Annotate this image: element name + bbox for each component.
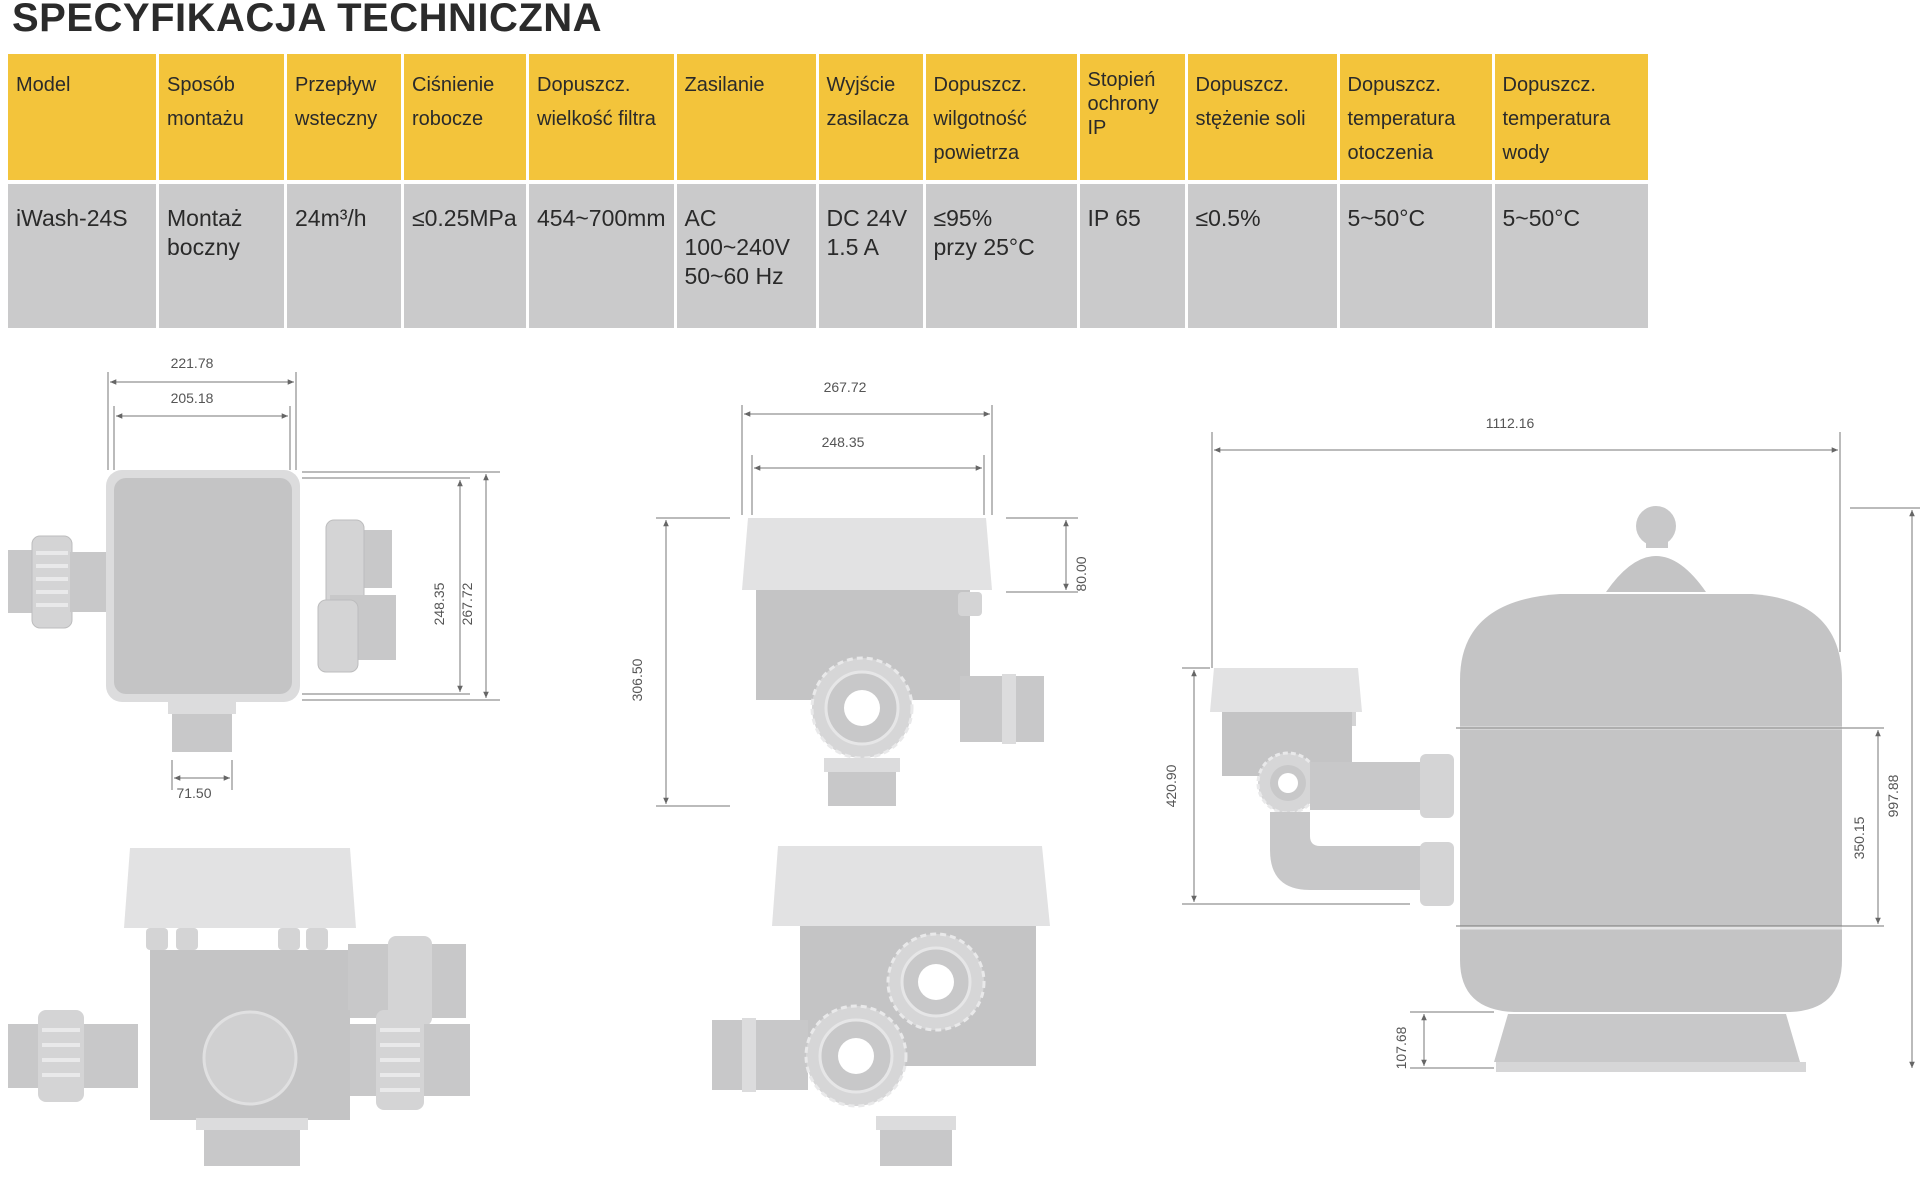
dim-top-inner-height: 248.35: [431, 582, 447, 625]
cell-value: 454~700mm: [537, 205, 666, 231]
dim-side-outer-width: 267.72: [824, 379, 867, 395]
dim-filter-base-height: 107.68: [1393, 1026, 1409, 1069]
header-label: Dopuszcz. temperatura wody: [1502, 74, 1611, 164]
dim-top-outlet-width: 71.50: [176, 785, 211, 801]
header-adapter-output: Wyjście zasilacza: [818, 54, 923, 180]
header-salt: Dopuszcz. stężenie soli: [1187, 54, 1337, 180]
header-filter-size: Dopuszcz. wielkość filtra: [529, 54, 674, 180]
cell-value: 5~50°C: [1347, 205, 1426, 231]
dim-filter-connection-spacing: 350.15: [1851, 816, 1867, 859]
cell-water-temp: 5~50°C: [1494, 184, 1648, 328]
cell-model: iWash-24S: [8, 184, 156, 328]
header-label: Sposób montażu: [167, 74, 244, 130]
cell-ip-rating: IP 65: [1079, 184, 1185, 328]
cell-value: ≤95% przy 25°C: [933, 205, 1035, 260]
dim-top-outer-height: 267.72: [459, 582, 475, 625]
cell-value: Montaż boczny: [167, 205, 243, 260]
header-working-pressure: Ciśnienie robocze: [404, 54, 526, 180]
cell-value: 24m³/h: [295, 205, 367, 231]
cell-working-pressure: ≤0.25MPa: [404, 184, 526, 328]
header-label: Stopień ochrony IP: [1087, 69, 1159, 139]
header-ip-rating: Stopień ochrony IP: [1079, 54, 1185, 180]
cell-value: ≤0.5%: [1195, 205, 1261, 231]
spec-header-row: Model Sposób montażu Przepływ wsteczny C…: [8, 54, 1648, 180]
dim-filter-total-width: 1112.16: [1486, 415, 1535, 431]
dim-filter-total-height: 997.88: [1885, 774, 1901, 817]
cell-value: ≤0.25MPa: [412, 205, 517, 231]
header-label: Dopuszcz. temperatura otoczenia: [1347, 74, 1456, 164]
dim-filter-valve-height: 420.90: [1163, 764, 1179, 807]
front-view-drawing: [8, 848, 470, 1166]
header-label: Zasilanie: [684, 74, 765, 96]
header-label: Dopuszcz. wielkość filtra: [537, 74, 656, 130]
header-backwash-flow: Przepływ wsteczny: [287, 54, 401, 180]
dim-top-outer-width: 221.78: [171, 355, 214, 371]
cell-value: IP 65: [1087, 205, 1141, 231]
header-label: Wyjście zasilacza: [826, 74, 909, 130]
cell-backwash-flow: 24m³/h: [287, 184, 401, 328]
cell-power-supply: AC 100~240V 50~60 Hz: [676, 184, 816, 328]
cell-filter-size: 454~700mm: [529, 184, 674, 328]
dim-side-total-height: 306.50: [629, 658, 645, 701]
cell-humidity: ≤95% przy 25°C: [925, 184, 1077, 328]
header-power-supply: Zasilanie: [676, 54, 816, 180]
header-mounting: Sposób montażu: [159, 54, 284, 180]
cell-value: DC 24V 1.5 A: [826, 205, 908, 260]
header-model: Model: [8, 54, 156, 180]
dim-side-inner-width: 248.35: [822, 434, 865, 450]
header-label: Model: [16, 74, 71, 96]
header-label: Przepływ wsteczny: [295, 74, 378, 130]
spec-table: Model Sposób montażu Przepływ wsteczny C…: [5, 54, 1651, 328]
dim-side-lid-height: 80.00: [1073, 556, 1089, 591]
spec-data-row: iWash-24S Montaż boczny 24m³/h ≤0.25MPa …: [8, 184, 1648, 328]
cell-adapter-output: DC 24V 1.5 A: [818, 184, 923, 328]
top-view-drawing: 221.78 205.18 248.35 267.72 71.50: [8, 355, 500, 801]
filter-assembly-drawing: 1112.16 420.90 997.88 350.15 107.68: [1163, 415, 1920, 1072]
cell-value: iWash-24S: [16, 205, 128, 231]
back-view-drawing: [712, 846, 1050, 1166]
cell-ambient-temp: 5~50°C: [1339, 184, 1492, 328]
dim-top-inner-width: 205.18: [171, 390, 214, 406]
header-humidity: Dopuszcz. wilgotność powietrza: [925, 54, 1077, 180]
page-title: SPECYFIKACJA TECHNICZNA: [12, 0, 603, 40]
side-view-drawing: 267.72 248.35 80.00 306.50: [629, 379, 1089, 807]
header-label: Dopuszcz. stężenie soli: [1195, 74, 1306, 130]
cell-mounting: Montaż boczny: [159, 184, 284, 328]
header-label: Ciśnienie robocze: [412, 74, 495, 130]
header-water-temp: Dopuszcz. temperatura wody: [1494, 54, 1648, 180]
cell-salt: ≤0.5%: [1187, 184, 1337, 328]
header-label: Dopuszcz. wilgotność powietrza: [933, 74, 1027, 164]
cell-value: AC 100~240V 50~60 Hz: [684, 205, 791, 289]
header-ambient-temp: Dopuszcz. temperatura otoczenia: [1339, 54, 1492, 180]
cell-value: 5~50°C: [1502, 205, 1581, 231]
